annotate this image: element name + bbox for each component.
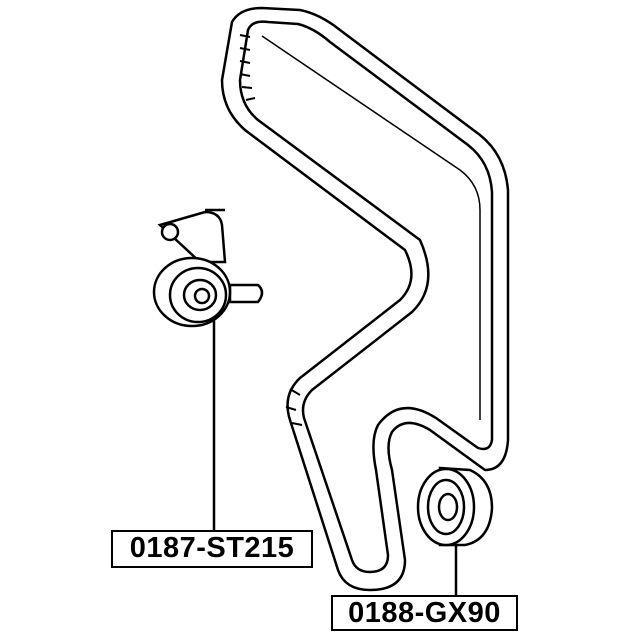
part-label-idler: 0188-GX90 xyxy=(331,595,518,631)
idler-pulley-icon xyxy=(416,466,494,547)
part-label-tensioner: 0187-ST215 xyxy=(111,530,313,568)
timing-belt-icon xyxy=(220,6,510,592)
tensioner-pulley-icon xyxy=(152,208,264,328)
